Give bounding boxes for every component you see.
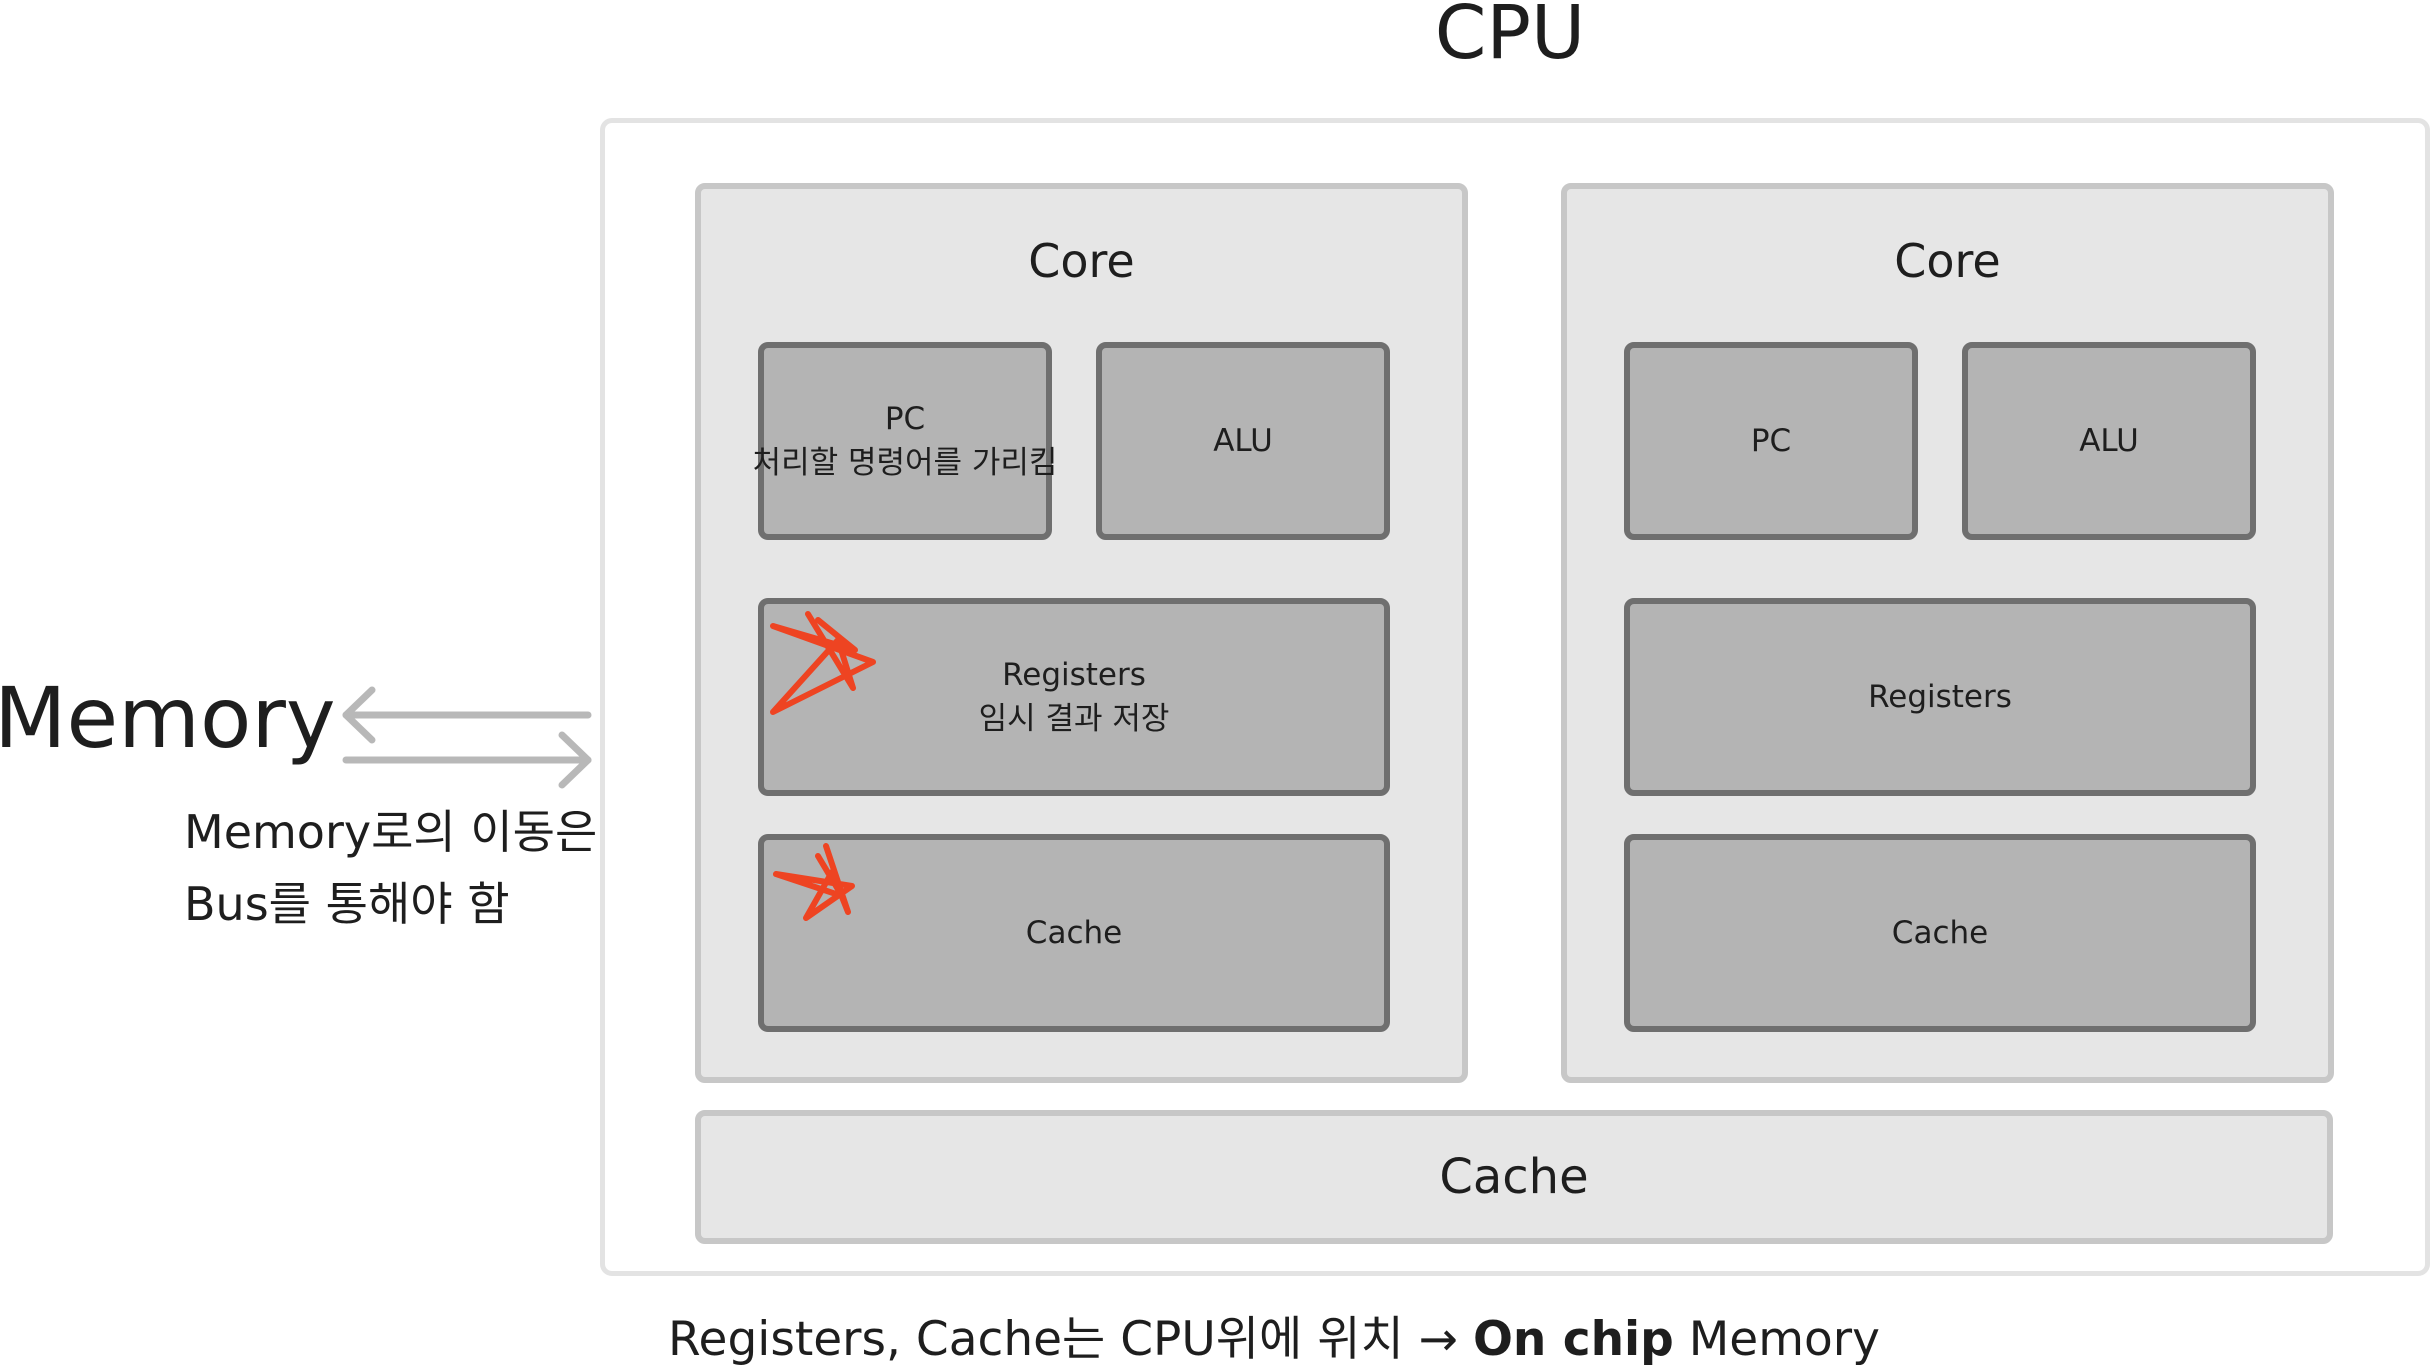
footnote-prefix: Registers, Cache는 CPU위에 위치 → [668,1312,1473,1367]
core-2-cache-label: Cache [1891,915,1989,951]
memory-note-line-1: Memory로의 이동은 [184,805,598,859]
core-2-alu: ALU [1962,342,2256,540]
cpu-title: CPU [1434,0,1586,76]
core-1-registers-note: 임시 결과 저장 [978,701,1170,737]
core-1-alu-label: ALU [1213,423,1273,459]
core-2-pc-label: PC [1750,423,1792,459]
core-1-pc: PC 처리할 명령어를 가리킴 [753,342,1057,540]
core-2-alu-label: ALU [2079,423,2139,459]
footnote-bold: On chip [1472,1312,1674,1367]
memory-note-line-2: Bus를 통해야 함 [184,877,510,931]
shared-cache: Cache [695,1110,2333,1244]
core-1-registers: Registers 임시 결과 저장 [758,598,1390,796]
bidirectional-arrow-icon [342,686,592,789]
footnote: Registers, Cache는 CPU위에 위치 → On chip Mem… [668,1310,1880,1370]
memory-label: Memory [0,669,336,767]
core-1-alu: ALU [1096,342,1390,540]
core-1-registers-label: Registers [1002,657,1146,693]
core-2-registers-label: Registers [1868,679,2012,715]
core-2-registers: Registers [1624,598,2256,796]
core-1-label: Core [1028,234,1135,288]
core-1-cache: Cache [758,834,1390,1032]
core-2-cache: Cache [1624,834,2256,1032]
core-2-pc: PC [1624,342,1918,540]
core-1-cache-label: Cache [1025,915,1123,951]
memory-note: Memory로의 이동은 Bus를 통해야 함 [184,796,614,940]
footnote-suffix: Memory [1673,1312,1880,1367]
core-2-label: Core [1894,234,2001,288]
core-1-pc-note: 처리할 명령어를 가리킴 [752,445,1058,481]
core-1-pc-label: PC [884,401,926,437]
